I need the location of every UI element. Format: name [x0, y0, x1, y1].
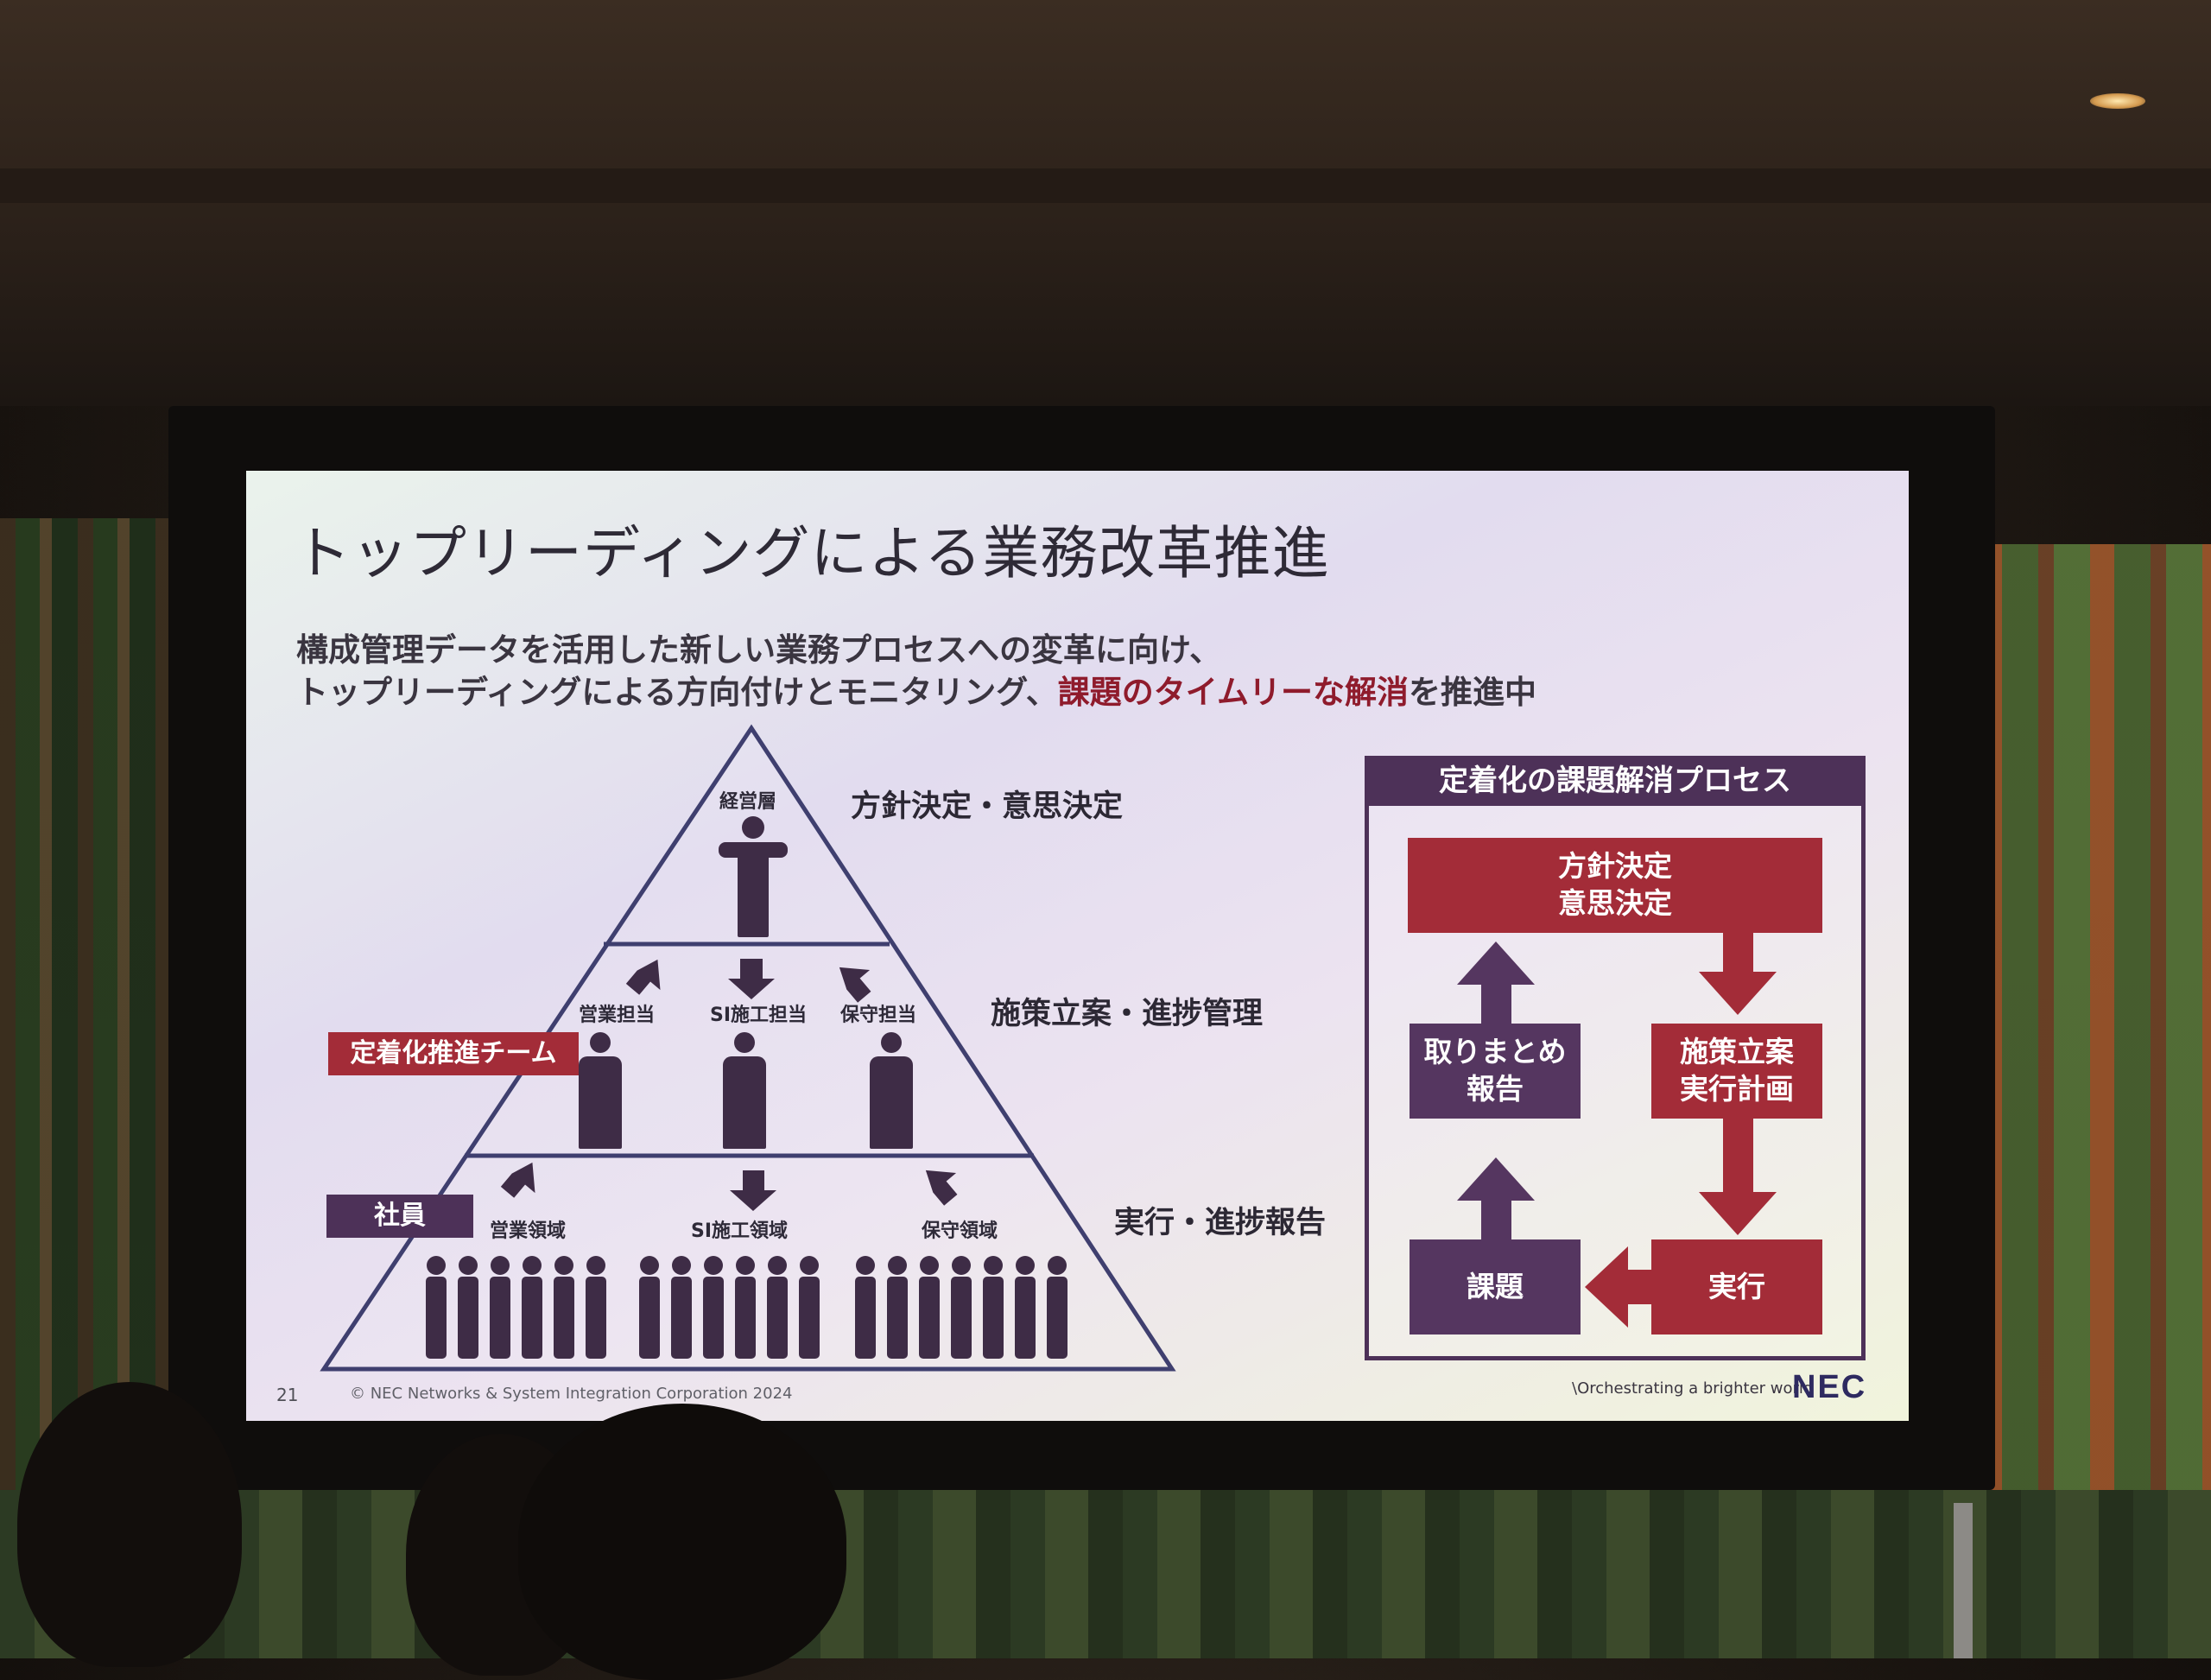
arrow-execute-to-issue-icon: [1585, 1246, 1651, 1328]
process-box-plan: 施策立案 実行計画: [1651, 1024, 1822, 1119]
down-arrow-icon: [728, 959, 775, 999]
lead-text-part1: トップリーディングによる方向付けとモニタリング、: [296, 674, 1058, 711]
ceiling-beam: [0, 168, 2211, 203]
crowd-group-si: [639, 1256, 820, 1359]
process-box-execute: 実行: [1651, 1239, 1822, 1334]
person-icon: [579, 1032, 622, 1149]
arrow-report-to-policy-icon: [1457, 941, 1535, 1024]
lead-text-line1: 構成管理データを活用した新しい業務プロセスへの変革に向け、: [296, 631, 1222, 669]
level-desc-top: 方針決定・意思決定: [851, 789, 1124, 824]
forest-backdrop-right: [1978, 544, 2211, 1658]
tagline: \Orchestrating a brighter world: [1572, 1379, 1814, 1398]
down-arrow-icon: [625, 959, 661, 995]
forest-backdrop-bottom: [0, 1490, 2211, 1658]
slide-title: トップリーディングによる業務改革推進: [294, 520, 1330, 586]
audience-head: [17, 1382, 242, 1667]
page-number: 21: [276, 1385, 299, 1405]
pyramid-label-maintenance-area: 保守領域: [922, 1220, 998, 1242]
person-icon: [870, 1032, 913, 1149]
arrow-policy-to-plan-icon: [1699, 933, 1777, 1015]
pyramid-label-maintenance: 保守担当: [840, 1005, 917, 1026]
team-tag: 定着化推進チーム: [328, 1032, 579, 1075]
employee-crowd: [423, 1252, 1080, 1360]
process-box-policy: 方針決定 意思決定: [1408, 838, 1822, 933]
process-arrows: [1457, 933, 1777, 1328]
process-panel-header: 定着化の課題解消プロセス: [1365, 756, 1866, 806]
lead-text-line2: トップリーディングによる方向付けとモニタリング、課題のタイムリーな解消を推進中: [296, 666, 1536, 713]
process-box-report: 取りまとめ 報告: [1410, 1024, 1581, 1119]
staff-tag: 社員: [326, 1195, 473, 1238]
copyright: © NEC Networks & System Integration Corp…: [350, 1385, 793, 1403]
presentation-slide: トップリーディングによる業務改革推進 構成管理データを活用した新しい業務プロセス…: [246, 471, 1909, 1421]
ceiling-light: [2090, 93, 2145, 109]
crowd-group-maintenance: [855, 1256, 1067, 1359]
nec-logo: NEC: [1792, 1369, 1867, 1405]
pyramid-label-sales: 営業担当: [579, 1005, 656, 1026]
person-icon: [723, 1032, 766, 1149]
arrow-plan-to-execute-icon: [1699, 1119, 1777, 1235]
down-arrow-icon: [500, 1162, 535, 1198]
process-box-issue: 課題: [1410, 1239, 1581, 1334]
down-arrow-icon: [925, 1170, 958, 1206]
person-icon: [719, 816, 788, 937]
pyramid-label-sales-area: 営業領域: [490, 1220, 567, 1242]
lead-text-part2: を推進中: [1408, 674, 1536, 711]
pyramid-label-management: 経営層: [719, 791, 777, 813]
screen-stand: [1954, 1503, 1973, 1658]
pyramid-label-si: SI施工担当: [710, 1005, 808, 1026]
level-desc-middle: 施策立案・進捗管理: [991, 997, 1264, 1031]
crowd-group-sales: [426, 1256, 606, 1359]
pyramid-label-si-area: SI施工領域: [691, 1220, 789, 1242]
down-arrow-icon: [839, 967, 871, 1003]
lead-text-accent: 課題のタイムリーな解消: [1057, 674, 1409, 711]
down-arrow-icon: [730, 1170, 776, 1211]
arrow-issue-to-report-icon: [1457, 1157, 1535, 1239]
audience-head: [518, 1404, 846, 1680]
level-desc-bottom: 実行・進捗報告: [1114, 1206, 1327, 1240]
room-ceiling: [0, 0, 2211, 406]
